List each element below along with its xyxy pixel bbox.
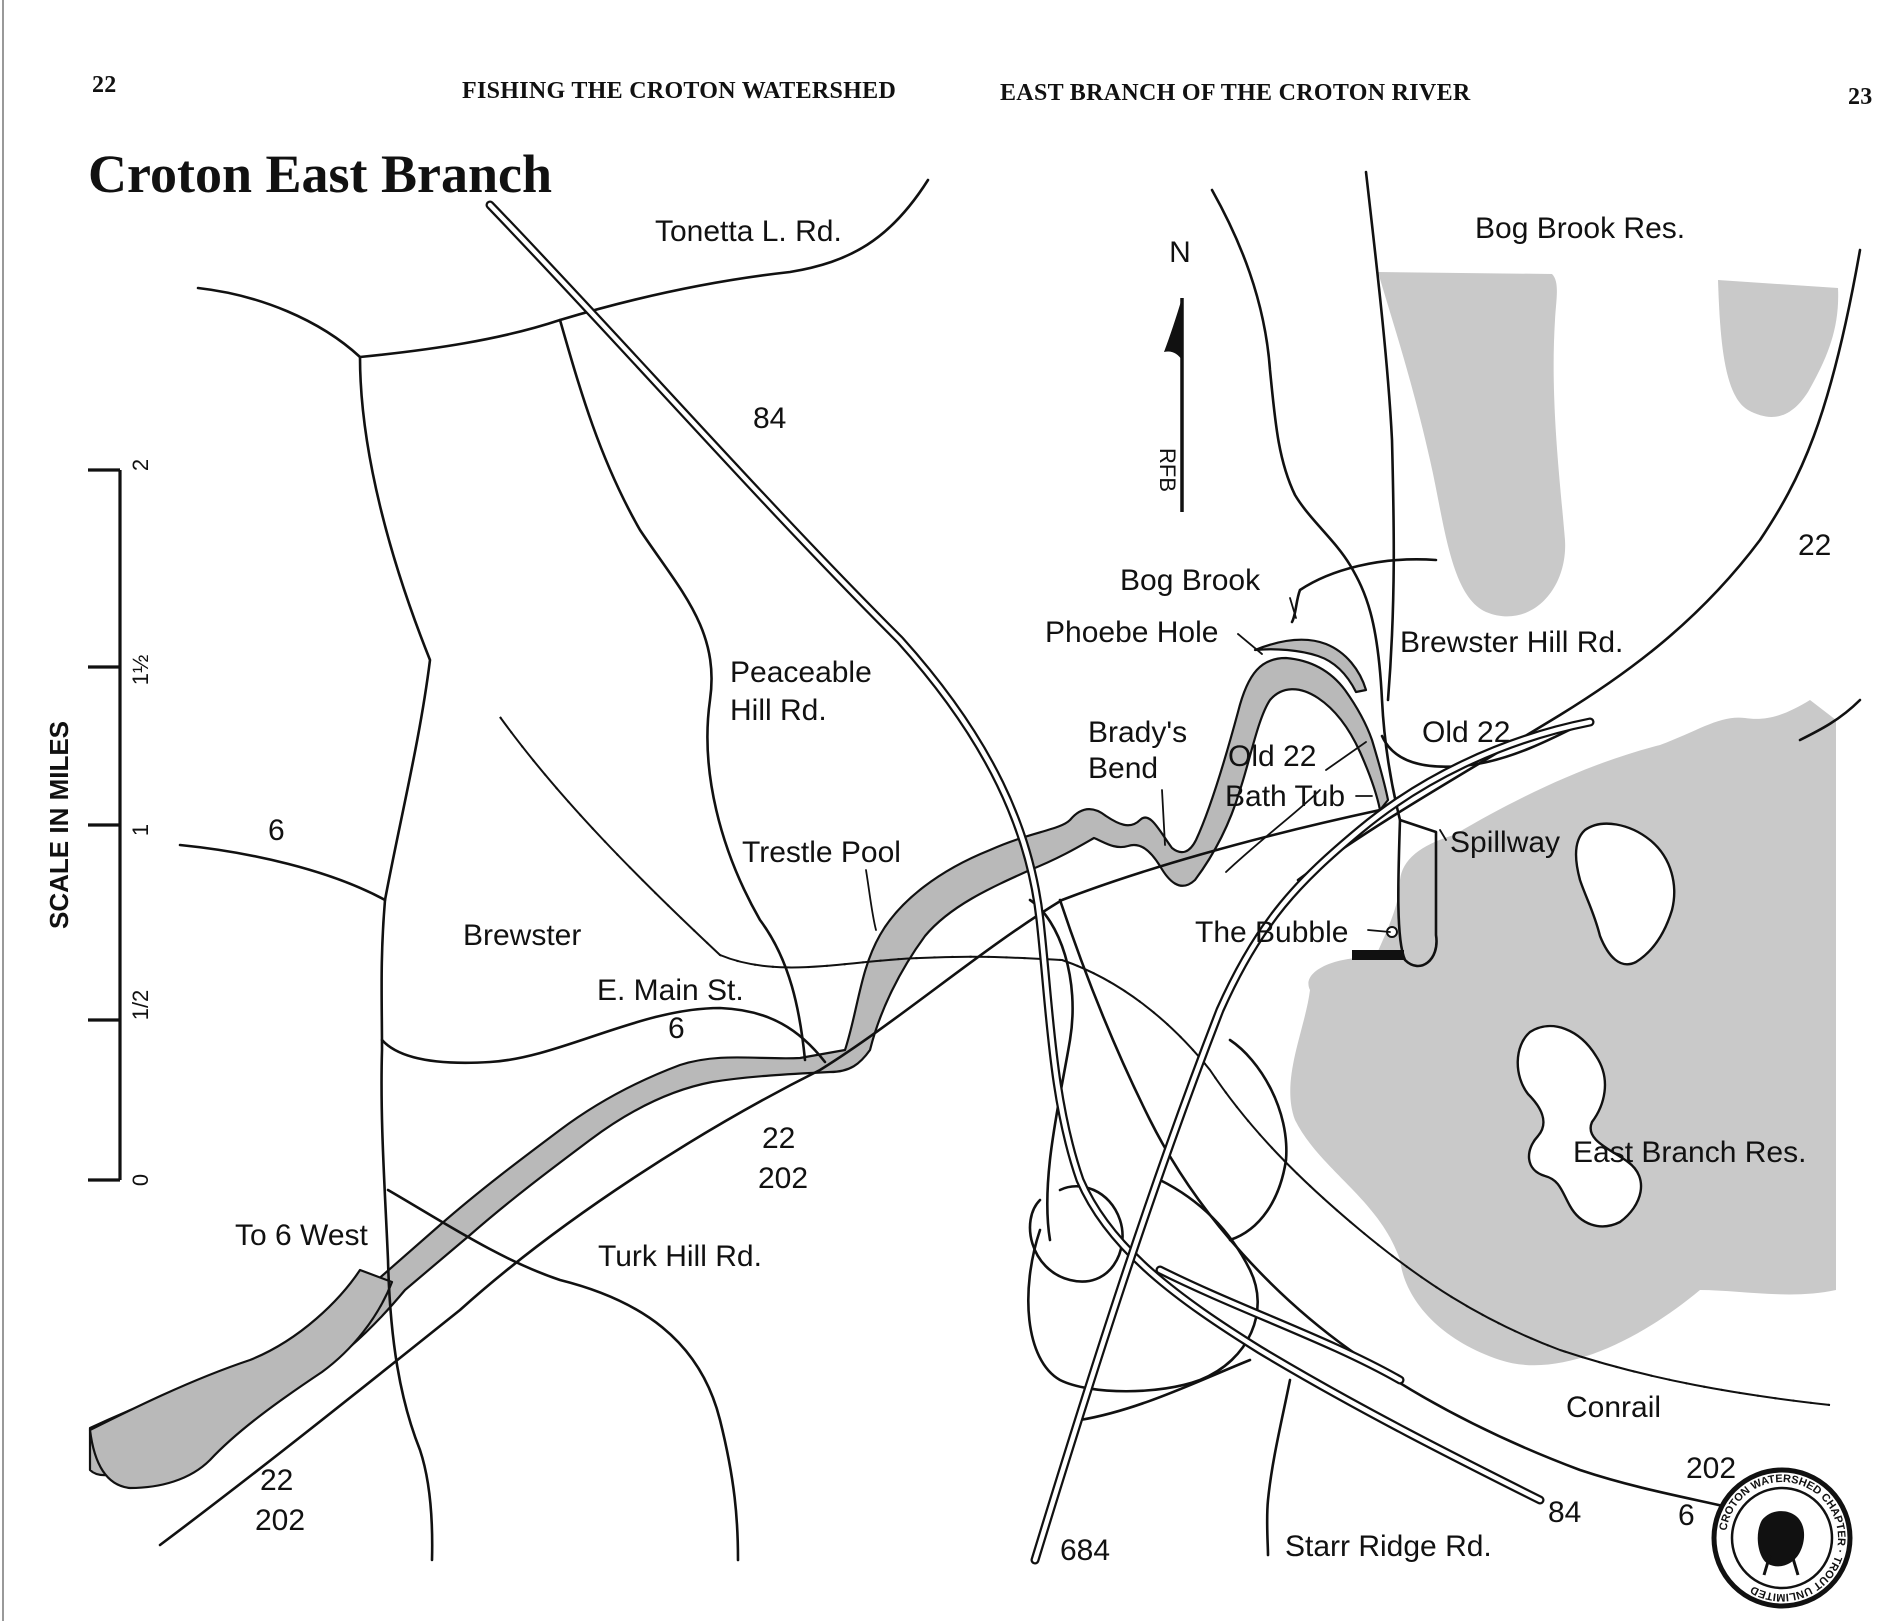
label-tonetta-road: Tonetta L. Rd. [655,215,842,248]
label-east-main-st: E. Main St. [597,974,744,1007]
east-branch-river [88,656,1390,1477]
scale-tick-half: 1/2 [128,990,153,1021]
leader-bog-brook [1289,597,1297,619]
page-number-left: 22 [92,72,117,98]
route-label-684: 684 [1060,1534,1110,1567]
label-bog-brook-res: Bog Brook Res. [1475,212,1685,245]
route-684 [1030,717,1595,1565]
brewster-hill-road [1290,558,1438,624]
label-conrail: Conrail [1566,1391,1661,1424]
interchange-loop-a [1028,1185,1124,1283]
route-202-6-east [1058,898,1742,1512]
interchange-loop-e [1078,1358,1252,1422]
route-label-84-top: 84 [753,402,786,435]
route-label-202-right: 202 [1686,1452,1736,1485]
scale-title: SCALE IN MILES [44,721,74,929]
running-head-left: FISHING THE CROTON WATERSHED [462,78,896,104]
seal-emblem-legs [1762,1554,1800,1576]
scale-tick-0: 0 [128,1174,153,1186]
north-west-road [196,286,362,359]
reservoir-island-south [1516,1024,1643,1228]
scale-bar: SCALE IN MILES 0 1/2 1 1½ 2 [44,459,153,1186]
map-title: Croton East Branch [88,144,552,204]
dam-bar [1352,950,1404,960]
starr-ridge-road [1265,1378,1292,1557]
label-trestle-pool: Trestle Pool [742,836,901,869]
label-bath-tub: Bath Tub [1225,780,1345,813]
tonetta-lake-road [358,178,930,359]
label-brewster: Brewster [463,919,581,952]
label-phoebe-hole: Phoebe Hole [1045,616,1218,649]
label-old-22-b: Old 22 [1422,716,1510,749]
spillway [1396,818,1438,968]
route-22-202-local [158,808,1382,1547]
label-starr-ridge-road: Starr Ridge Rd. [1285,1530,1492,1563]
route-label-202-mid: 202 [758,1162,808,1195]
leader-spillway [1439,829,1447,841]
label-bend: Bend [1088,752,1158,785]
leader-old22 [1225,789,1321,873]
route-22-east [1296,248,1862,882]
bog-brook-reservoir-east [1718,280,1839,417]
label-peaceable: Peaceable [730,656,872,689]
route-label-6-right: 6 [1678,1499,1695,1532]
label-to-6-west: To 6 West [235,1219,368,1252]
route-label-6-left: 6 [268,814,285,847]
route-84-spur [1155,1265,1405,1385]
bog-brook-road [1210,188,1402,822]
east-main-street [380,1006,827,1065]
label-bog-brook: Bog Brook [1120,564,1261,597]
bog-brook-reservoir [1378,272,1566,617]
scale-tick-2: 2 [128,459,153,471]
leader-phoebe-hole [1237,633,1263,655]
running-head-right: EAST BRANCH OF THE CROTON RIVER [1000,80,1471,106]
route-label-22-right: 22 [1798,529,1831,562]
route-84 [485,200,1545,1505]
label-brewster-hill-road: Brewster Hill Rd. [1400,626,1623,659]
east-branch-river-mouth [88,1268,394,1490]
peaceable-hill-road [558,318,807,1062]
east-edge-road [1798,698,1862,742]
interchange-loop-d [1228,1038,1288,1242]
interchange-loop-c [1028,898,1074,1242]
turk-hill-road [386,1188,740,1562]
leader-old22-2 [1325,741,1367,771]
leader-bradys-bend [1161,789,1166,846]
leader-trestle-pool [865,869,877,931]
label-old-22-a: Old 22 [1228,740,1316,773]
route-label-202-bottom: 202 [255,1504,305,1537]
conrail-ties [499,716,1831,1406]
label-east-branch-res: East Branch Res. [1573,1136,1806,1169]
route-6-west [178,843,387,902]
route-label-22-mid: 22 [762,1122,795,1155]
brewster-ns-road [358,355,434,1562]
label-spillway: Spillway [1450,826,1560,859]
label-turk-hill-road: Turk Hill Rd. [598,1240,762,1273]
route-label-6-emain: 6 [668,1012,685,1045]
leader-the-bubble [1367,929,1391,933]
trout-unlimited-seal: CROTON WATERSHED CHAPTER · TROUT UNLIMIT… [1711,1467,1853,1609]
cartographer-initials: RFB [1155,448,1180,492]
bog-brook-channel [1253,638,1368,694]
label-the-bubble: The Bubble [1195,916,1348,949]
label-bradys: Brady's [1088,716,1187,749]
seal-emblem [1757,1511,1805,1567]
page-number-right: 23 [1848,84,1873,110]
scale-tick-1: 1 [128,824,153,836]
north-arrow: N RFB [1155,236,1191,512]
reservoir-island-north [1574,822,1676,966]
label-peaceable-hill-rd: Hill Rd. [730,694,827,727]
east-upper-road [1364,170,1396,702]
scale-tick-1-5: 1½ [128,655,153,686]
route-label-22-bottom: 22 [260,1464,293,1497]
north-label: N [1169,236,1191,269]
route-label-84-bottom: 84 [1548,1496,1581,1529]
